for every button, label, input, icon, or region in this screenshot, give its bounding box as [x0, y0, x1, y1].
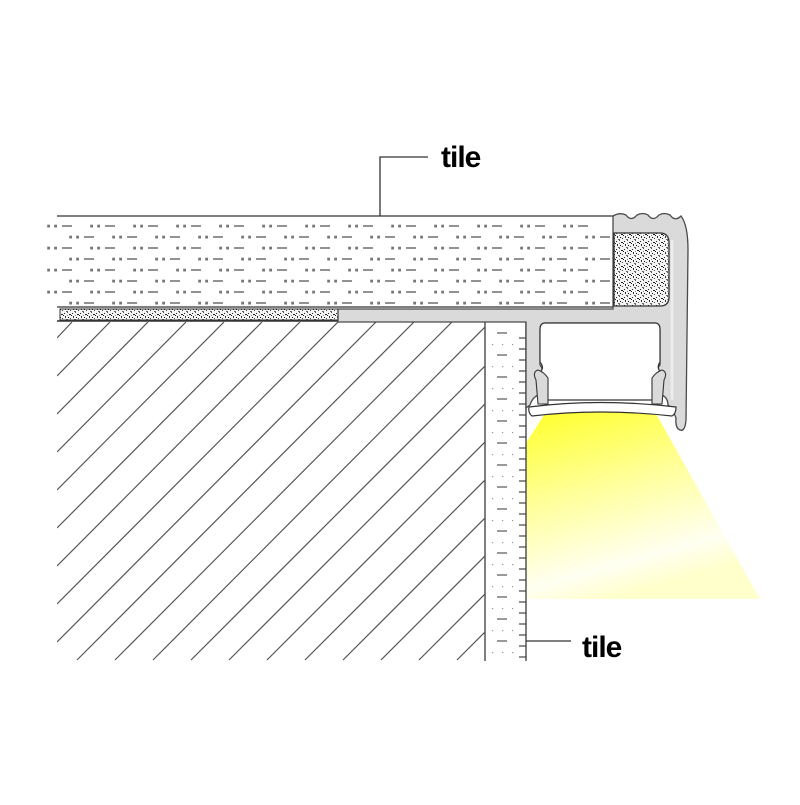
light-beam [526, 412, 760, 599]
label-top-tile: tile [441, 141, 481, 174]
label-bottom-tile: tile [582, 631, 622, 664]
horizontal-tile [47, 215, 613, 308]
vertical-tile [484, 321, 527, 661]
adhesive-layer [59, 308, 339, 321]
substrate-hatch [57, 322, 485, 661]
aluminium-profile [337, 212, 689, 431]
leader-lines [379, 156, 571, 642]
